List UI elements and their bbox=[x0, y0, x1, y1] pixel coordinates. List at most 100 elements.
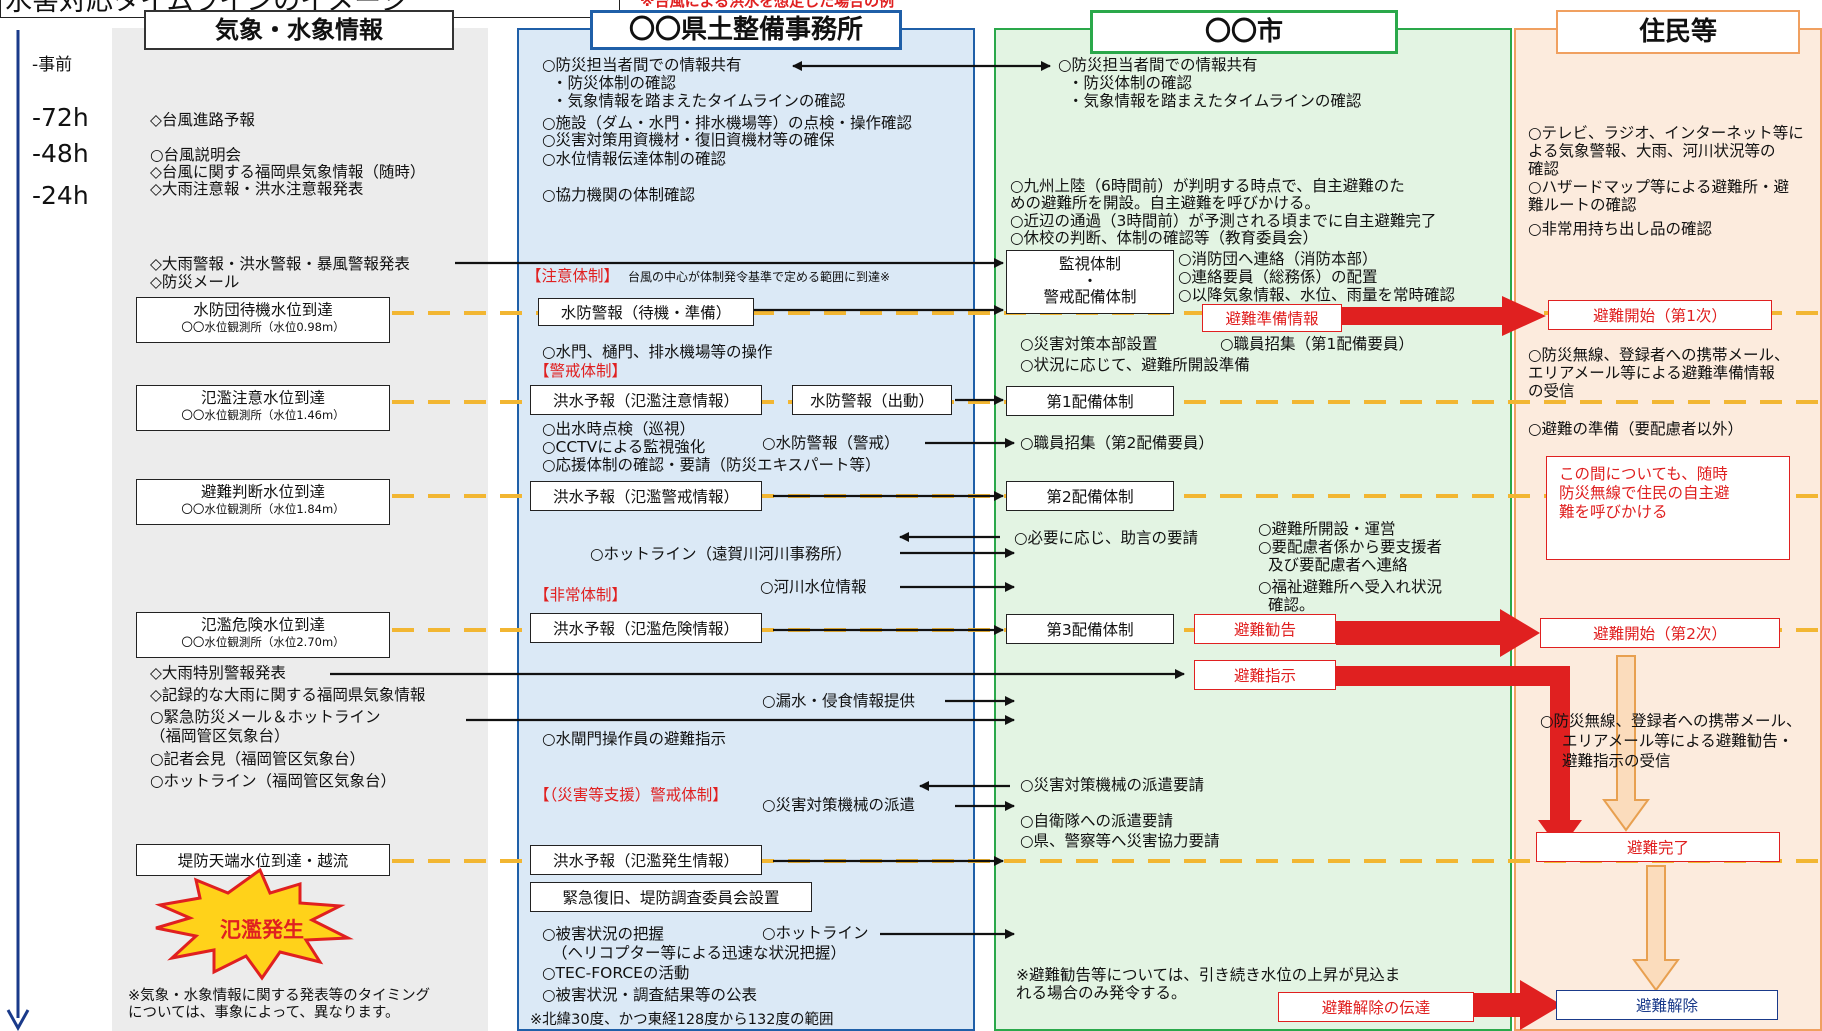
monitoring-system-box: 監視体制 ・ 警戒配備体制 bbox=[1006, 250, 1174, 314]
resident-item: ○防災無線、登録者への携帯メール、 bbox=[1528, 346, 1790, 364]
city-item: ○自衛隊への派遣要請 bbox=[1020, 812, 1174, 830]
weather-item: （福岡管区気象台） bbox=[150, 727, 290, 745]
weather-item: ○ホットライン（福岡管区気象台） bbox=[150, 772, 397, 790]
arrow-release bbox=[1473, 980, 1562, 1030]
office-item: （ヘリコプター等による迅速な状況把握） bbox=[552, 944, 847, 962]
resident-item: エリアメール等による避難勧告・ bbox=[1562, 732, 1794, 750]
office-item: ○水閘門操作員の避難指示 bbox=[542, 730, 727, 748]
resident-item: 難ルートの確認 bbox=[1528, 196, 1637, 214]
level-info-item: ○河川水位情報 bbox=[760, 578, 867, 596]
recovery-box: 緊急復旧、堤防調査委員会設置 bbox=[530, 882, 812, 912]
office-item: ○出水時点検（巡視） bbox=[542, 420, 696, 438]
city-item: ・防災体制の確認 bbox=[1068, 74, 1193, 92]
arrow-advisory-to-start2 bbox=[1336, 609, 1540, 657]
flood-forecast-caution: 洪水予報（氾濫注意情報） bbox=[530, 385, 762, 415]
evacuation-order: 避難指示 bbox=[1194, 660, 1336, 690]
emergency-system-tag: 【非常体制】 bbox=[534, 586, 628, 604]
evacuation-start-1: 避難開始（第1次） bbox=[1548, 300, 1772, 330]
water-level-station: 〇〇水位観測所（水位1.46m） bbox=[181, 408, 345, 422]
water-level-label: 避難判断水位到達 bbox=[200, 483, 325, 501]
evacuation-advisory: 避難勧告 bbox=[1194, 614, 1336, 644]
city-item: めの避難所を開設。自主避難を呼びかける。 bbox=[1010, 194, 1321, 212]
office-item: ○漏水・侵食情報提供 bbox=[762, 692, 916, 710]
stage2-deployment: 第2配備体制 bbox=[1006, 481, 1174, 511]
monitoring-dot: ・ bbox=[1082, 272, 1098, 290]
resident-item: ○ハザードマップ等による避難所・避 bbox=[1528, 178, 1790, 196]
office-item: ○施設（ダム・水門・排水機場等）の点検・操作確認 bbox=[542, 114, 913, 132]
weather-item: ◇防災メール bbox=[150, 273, 240, 291]
time-label-pre: -事前 bbox=[32, 55, 73, 75]
water-level-box-5: 堤防天端水位到達・越流 bbox=[136, 844, 390, 876]
office-item: ○応援体制の確認・要請（防災エキスパート等） bbox=[542, 456, 881, 474]
arrow-done-down bbox=[1632, 865, 1680, 992]
flood-fight-warning-standby: 水防警報（待機・準備） bbox=[538, 298, 754, 326]
city-item: ○県、警察等へ災害協力要請 bbox=[1020, 832, 1220, 850]
office-item: ○災害対策用資機材・復旧資機材等の確保 bbox=[542, 131, 835, 149]
time-label-48h: -48h bbox=[32, 139, 89, 168]
resident-item: ○避難の準備（要配慮者以外） bbox=[1528, 420, 1744, 438]
evacuation-prep-info: 避難準備情報 bbox=[1202, 304, 1342, 332]
weather-item: ◇台風進路予報 bbox=[150, 111, 255, 129]
resident-item: エリアメール等による避難準備情報 bbox=[1528, 364, 1775, 382]
water-level-label: 氾濫注意水位到達 bbox=[200, 389, 325, 407]
city-item: 及び要配慮者へ連絡 bbox=[1268, 556, 1408, 574]
office-item: ○災害対策機械の派遣 bbox=[762, 796, 916, 814]
city-note: ※避難勧告等については、引き続き水位の上昇が見込ま bbox=[1016, 966, 1401, 984]
resident-item: ○防災無線、登録者への携帯メール、 bbox=[1540, 712, 1802, 730]
evacuation-start-2: 避難開始（第2次） bbox=[1540, 618, 1780, 648]
office-header: 〇〇県土整備事務所 bbox=[590, 10, 902, 50]
weather-note: については、事象によって、異なります。 bbox=[128, 1005, 400, 1021]
self-evacuation-call-box: この間についても、随時 防災無線で住民の自主避 難を呼びかける bbox=[1546, 456, 1790, 560]
weather-note: ※気象・水象情報に関する発表等のタイミング bbox=[128, 988, 431, 1004]
office-note: ※北緯30度、かつ東経128度から132度の範囲 bbox=[530, 1012, 834, 1028]
weather-item: ◇大雨特別警報発表 bbox=[150, 664, 286, 682]
page-subtitle: ※台風による洪水を想定した場合の例 bbox=[640, 0, 895, 10]
city-item: ○消防団へ連絡（消防本部） bbox=[1178, 250, 1378, 268]
flood-forecast-occurred: 洪水予報（氾濫発生情報） bbox=[530, 845, 762, 875]
weather-item: ◇大雨警報・洪水警報・暴風警報発表 bbox=[150, 255, 410, 273]
stage1-deployment: 第1配備体制 bbox=[1006, 386, 1174, 416]
support-system-tag: 【（災害等支援）警戒体制】 bbox=[534, 786, 728, 804]
city-item: ○九州上陸（6時間前）が判明する時点で、自主避難のた bbox=[1010, 177, 1405, 195]
water-level-box-4: 氾濫危険水位到達 〇〇水位観測所（水位2.70m） bbox=[136, 612, 390, 658]
time-label-72h: -72h bbox=[32, 103, 89, 132]
resident-item: 確認 bbox=[1528, 160, 1560, 178]
flood-fight-warning-dispatch: 水防警報（出動） bbox=[792, 385, 952, 415]
office-item: ○水位情報伝達体制の確認 bbox=[542, 150, 727, 168]
timeline-arrowhead bbox=[6, 1009, 30, 1031]
monitoring-label: 監視体制 bbox=[1058, 255, 1121, 273]
evacuation-complete: 避難完了 bbox=[1536, 832, 1780, 862]
flood-forecast-danger: 洪水予報（氾濫危険情報） bbox=[530, 613, 762, 643]
city-item: ○職員招集（第2配備要員） bbox=[1020, 434, 1214, 452]
resident-item: よる気象警報、大雨、河川状況等の bbox=[1528, 142, 1776, 160]
city-item: ○近辺の通過（3時間前）が予測される頃までに自主避難完了 bbox=[1010, 212, 1437, 230]
weather-item: ◇記録的な大雨に関する福岡県気象情報 bbox=[150, 686, 426, 704]
resident-item: 避難指示の受信 bbox=[1562, 752, 1671, 770]
water-level-station: 〇〇水位観測所（水位2.70m） bbox=[181, 635, 345, 649]
office-item: ○被害状況の把握 bbox=[542, 925, 665, 943]
city-column bbox=[994, 28, 1512, 1031]
water-level-label: 氾濫危険水位到達 bbox=[200, 616, 325, 634]
city-item: ○職員招集（第1配備要員） bbox=[1220, 335, 1414, 353]
caution-system-tag: 【注意体制】 bbox=[526, 267, 620, 285]
time-label-24h: -24h bbox=[32, 181, 89, 210]
flood-label: 氾濫発生 bbox=[220, 918, 304, 942]
city-item: ○必要に応じ、助言の要請 bbox=[1014, 529, 1199, 547]
city-item: ○災害対策本部設置 bbox=[1020, 335, 1158, 353]
call-line: 難を呼びかける bbox=[1559, 503, 1668, 521]
stage3-deployment: 第3配備体制 bbox=[1006, 614, 1174, 644]
weather-item: ○台風説明会 bbox=[150, 146, 242, 164]
caution-system-note: 台風の中心が体制発令基準で定める範囲に到達※ bbox=[628, 270, 891, 284]
city-item: ○福祉避難所へ受入れ状況 bbox=[1258, 578, 1443, 596]
alert-deployment-label: 警戒配備体制 bbox=[1043, 288, 1137, 306]
city-item: ○状況に応じて、避難所開設準備 bbox=[1020, 356, 1250, 374]
weather-item: ◇台風に関する福岡県気象情報（随時） bbox=[150, 163, 426, 181]
weather-item: ○緊急防災メール＆ホットライン bbox=[150, 708, 381, 726]
city-item: ○要配慮者係から要支援者 bbox=[1258, 538, 1443, 556]
city-header: 〇〇市 bbox=[1090, 10, 1398, 54]
office-item: ○水門、樋門、排水機場等の操作 bbox=[542, 343, 773, 361]
arrow-start2-down bbox=[1602, 655, 1650, 832]
city-item: ○避難所開設・運営 bbox=[1258, 520, 1396, 538]
evacuation-released: 避難解除 bbox=[1556, 990, 1778, 1020]
resident-item: ○非常用持ち出し品の確認 bbox=[1528, 220, 1713, 238]
